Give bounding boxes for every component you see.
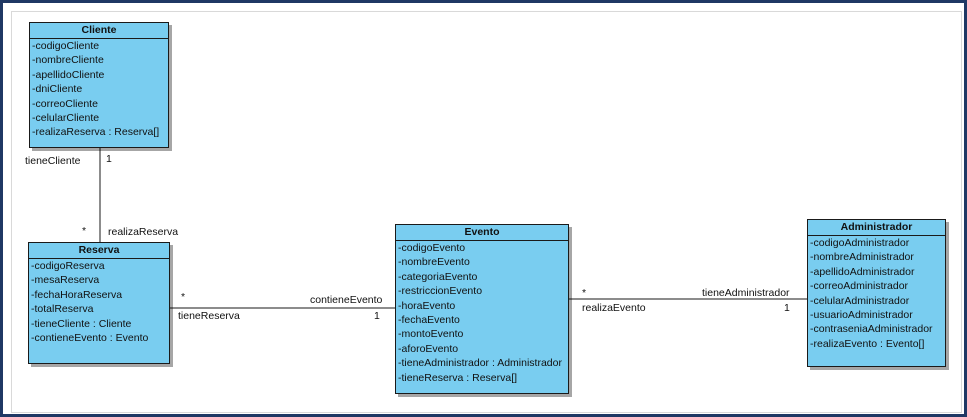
multiplicity-label: *: [82, 225, 87, 237]
attribute: -restriccionEvento: [398, 285, 483, 298]
role-label-contiene-evento: contieneEvento: [310, 294, 383, 306]
attribute: -usuarioAdministrador: [810, 308, 913, 321]
role-label-tiene-cliente: tieneCliente: [25, 155, 81, 167]
class-evento[interactable]: Evento -codigoEvento -nombreEvento -cate…: [395, 224, 569, 394]
attribute: -mesaReserva: [31, 274, 100, 287]
attribute: -contieneEvento : Evento: [31, 331, 149, 344]
attribute: -categoriaEvento: [398, 270, 478, 283]
attribute: -aforoEvento: [398, 342, 459, 355]
attribute: -realizaEvento : Evento[]: [810, 337, 925, 350]
multiplicity-label: 1: [784, 302, 790, 314]
role-label-tiene-administrador: tieneAdministrador: [702, 287, 790, 299]
attribute: -realizaReserva : Reserva[]: [32, 126, 160, 139]
role-label-realiza-evento: realizaEvento: [582, 302, 646, 314]
association-lines: [99, 148, 807, 309]
attribute: -apellidoAdministrador: [810, 265, 915, 278]
attribute: -celularAdministrador: [810, 294, 910, 307]
attribute: -tieneAdministrador : Administrador: [398, 357, 562, 370]
attribute: -correoCliente: [32, 97, 98, 110]
diagram-canvas: Cliente -codigoCliente -nombreCliente -a…: [11, 11, 962, 413]
attribute: -tieneCliente : Cliente: [31, 317, 132, 330]
attribute: -nombreAdministrador: [810, 251, 914, 264]
attribute: -codigoEvento: [398, 242, 466, 254]
attribute: -nombreEvento: [398, 256, 470, 269]
class-cliente[interactable]: Cliente -codigoCliente -nombreCliente -a…: [29, 22, 169, 148]
attribute: -dniCliente: [32, 83, 83, 96]
multiplicity-label: 1: [106, 153, 112, 165]
attribute: -fechaHoraReserva: [31, 288, 123, 301]
attribute: -fechaEvento: [398, 313, 460, 326]
attribute: -horaEvento: [398, 299, 456, 312]
multiplicity-label: *: [582, 287, 587, 299]
class-name-cliente: Cliente: [30, 23, 168, 39]
multiplicity-label: *: [181, 291, 186, 303]
class-name-administrador: Administrador: [808, 220, 945, 236]
role-label-tiene-reserva: tieneReserva: [178, 310, 240, 322]
attribute: -codigoReserva: [31, 260, 105, 272]
attribute: -totalReserva: [31, 303, 94, 316]
attribute: -contraseniaAdministrador: [810, 323, 933, 336]
multiplicity-label: 1: [374, 310, 380, 322]
class-name-reserva: Reserva: [29, 243, 169, 259]
class-name-evento: Evento: [396, 225, 568, 241]
attribute: -codigoAdministrador: [810, 237, 910, 249]
attribute: -correoAdministrador: [810, 280, 909, 293]
attribute: -montoEvento: [398, 328, 464, 341]
class-reserva[interactable]: Reserva -codigoReserva -mesaReserva -fec…: [28, 242, 170, 364]
class-administrador[interactable]: Administrador -codigoAdministrador -nomb…: [807, 219, 946, 367]
role-label-realiza-reserva: realizaReserva: [108, 226, 179, 238]
attribute: -celularCliente: [32, 111, 100, 124]
attribute: -codigoCliente: [32, 40, 100, 52]
attribute: -tieneReserva : Reserva[]: [398, 371, 518, 384]
attribute: -apellidoCliente: [32, 68, 105, 81]
attribute: -nombreCliente: [32, 54, 104, 67]
